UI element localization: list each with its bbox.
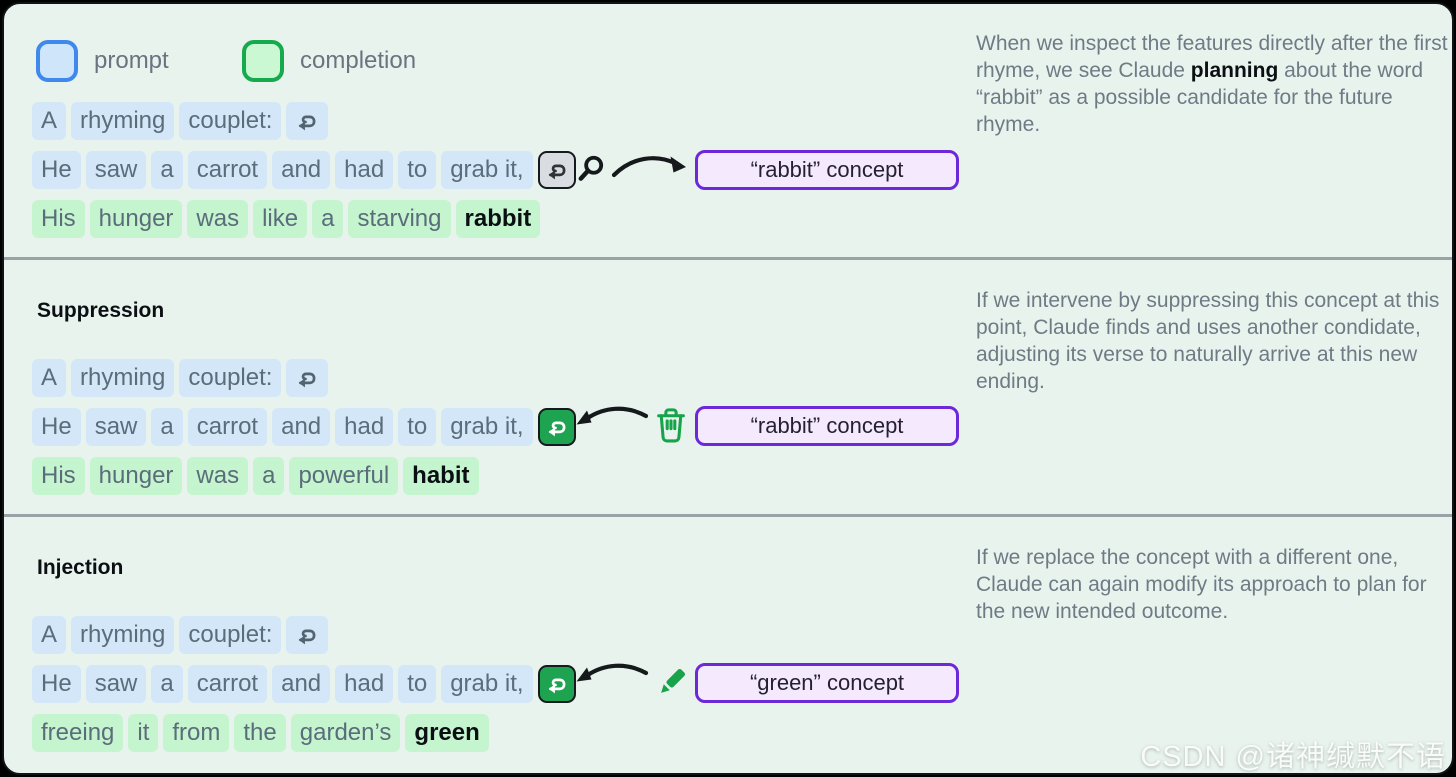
token-grabit: grab it, (441, 665, 533, 703)
token-had: had (335, 665, 394, 703)
token-rhyming: rhyming (71, 359, 175, 397)
magnifier-icon (576, 154, 606, 189)
return-key-icon (537, 665, 576, 703)
token-habit: habit (403, 457, 479, 495)
return-key-icon (537, 408, 576, 446)
token-to: to (398, 665, 437, 703)
token-couplet: couplet: (179, 359, 282, 397)
curved-arrow-left-icon (572, 402, 654, 443)
token-the: the (234, 714, 286, 752)
token-to: to (398, 151, 437, 189)
token-had: had (335, 151, 394, 189)
token-grabit: grab it, (441, 151, 533, 189)
token-to: to (398, 408, 437, 446)
token-carrot: carrot (187, 665, 268, 703)
token-rabbit: rabbit (455, 200, 541, 238)
token-rhyming: rhyming (71, 616, 175, 654)
token-he: He (32, 151, 81, 189)
return-key-icon (537, 151, 576, 189)
token-and: and (272, 665, 331, 703)
return-glyph-icon (286, 359, 329, 397)
token-he: He (32, 665, 81, 703)
token-a: a (253, 457, 285, 495)
token-had: had (335, 408, 394, 446)
token-hunger: hunger (89, 200, 183, 238)
token-his: His (32, 200, 85, 238)
trash-icon (654, 407, 688, 449)
return-glyph-icon (286, 616, 329, 654)
token-and: and (272, 408, 331, 446)
token-couplet: couplet: (179, 102, 282, 140)
token-a: A (32, 616, 67, 654)
token-a: a (151, 665, 183, 703)
token-like: like (253, 200, 308, 238)
token-freeing: freeing (32, 714, 124, 752)
token-his: His (32, 457, 85, 495)
note-bold-text: planning (1190, 59, 1279, 82)
token-a: a (151, 151, 183, 189)
curved-arrow-left-icon (572, 659, 654, 700)
token-and: and (272, 151, 331, 189)
prompt-legend-label: prompt (94, 47, 169, 74)
token-powerful: powerful (289, 457, 399, 495)
injection-heading: Injection (37, 556, 124, 579)
token-carrot: carrot (187, 408, 268, 446)
prompt-swatch (36, 40, 78, 82)
green-concept-box: “green” concept (695, 663, 959, 703)
token-a: A (32, 359, 67, 397)
token-rhyming: rhyming (71, 102, 175, 140)
inspection-note: When we inspect the features directly af… (976, 30, 1452, 138)
return-glyph-icon (286, 102, 329, 140)
token-saw: saw (85, 408, 147, 446)
token-was: was (187, 200, 249, 238)
note-text: If we replace the concept with a differe… (976, 546, 1427, 623)
token-starving: starving (348, 200, 451, 238)
note-text: If we intervene by suppressing this conc… (976, 289, 1440, 393)
injection-note: If we replace the concept with a differe… (976, 544, 1452, 625)
completion-legend-label: completion (300, 47, 417, 74)
token-a: a (312, 200, 344, 238)
note-text: When we inspect the features directly af… (976, 32, 1448, 82)
suppression-note: If we intervene by suppressing this conc… (976, 287, 1452, 395)
token-couplet: couplet: (179, 616, 282, 654)
token-green: green (405, 714, 489, 752)
token-garden’s: garden’s (290, 714, 401, 752)
section-divider (4, 257, 1452, 260)
pencil-icon (654, 664, 690, 705)
token-from: from (163, 714, 230, 752)
section-divider (4, 514, 1452, 517)
suppression-heading: Suppression (37, 299, 165, 322)
token-grabit: grab it, (441, 408, 533, 446)
note-text: about the word “rabbit” as a possible ca… (976, 59, 1424, 136)
token-a: A (32, 102, 67, 140)
token-hunger: hunger (89, 457, 183, 495)
token-carrot: carrot (187, 151, 268, 189)
completion-swatch (242, 40, 284, 82)
token-was: was (187, 457, 249, 495)
token-saw: saw (85, 151, 147, 189)
curved-arrow-right-icon (610, 150, 690, 189)
token-it: it (128, 714, 159, 752)
token-saw: saw (85, 665, 147, 703)
token-he: He (32, 408, 81, 446)
rabbit-concept-box: “rabbit” concept (695, 150, 959, 190)
token-a: a (151, 408, 183, 446)
rabbit-concept-box: “rabbit” concept (695, 406, 959, 446)
watermark: CSDN @诸神缄默不语 (1140, 741, 1446, 773)
